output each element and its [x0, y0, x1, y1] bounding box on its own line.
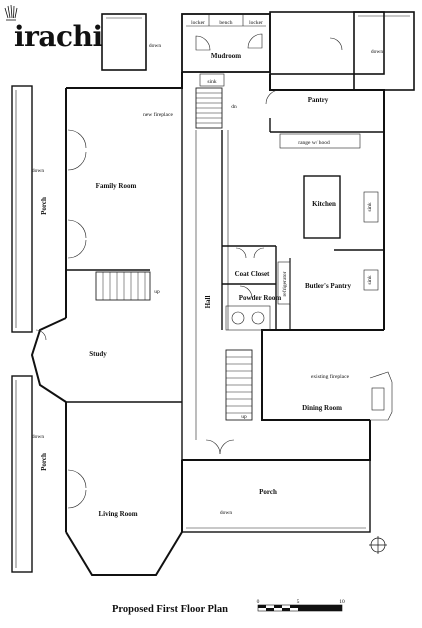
label-sink-kitchen: sink [367, 202, 373, 211]
room-coat-closet: Coat Closet [235, 270, 270, 278]
plan-title: Proposed First Floor Plan [112, 604, 228, 615]
kitchen-fixtures [225, 133, 379, 331]
room-hall: Hall [204, 296, 212, 309]
room-porch-west-top: Porch [40, 197, 48, 215]
label-locker-1: locker [191, 20, 205, 26]
room-study: Study [89, 350, 107, 358]
scale-label-5: 5 [297, 599, 300, 605]
label-sink-pantry: sink [367, 275, 373, 284]
label-up-1: up [154, 289, 160, 295]
label-locker-2: locker [249, 20, 263, 26]
room-living: Living Room [98, 510, 137, 518]
hand-glyph-icon [4, 4, 18, 21]
label-range: range w/ hood [298, 140, 330, 146]
label-existing-fireplace: existing fireplace [311, 373, 350, 380]
label-down-top-right: down [371, 49, 383, 55]
room-mudroom: Mudroom [211, 52, 241, 60]
south-porch [181, 459, 371, 533]
scale-label-0: 0 [257, 599, 260, 605]
label-sink-mudroom: sink [207, 79, 216, 85]
label-down-top-left: down [149, 43, 161, 49]
fireplace-existing [371, 387, 385, 411]
stairs [95, 87, 253, 421]
scale-bar: 0 5 10 [257, 599, 345, 612]
scale-label-10: 10 [339, 599, 345, 605]
room-butlers-pantry: Butler's Pantry [305, 282, 352, 290]
label-down-west-1: down [32, 168, 44, 174]
label-bench: bench [219, 20, 232, 26]
room-family: Family Room [96, 182, 137, 190]
label-down-south: down [220, 510, 232, 516]
room-porch-south: Porch [259, 488, 277, 496]
room-porch-west-bottom: Porch [40, 453, 48, 471]
label-new-fireplace: new fireplace [143, 111, 173, 118]
logo-text: irachi [14, 20, 103, 53]
room-kitchen: Kitchen [312, 200, 336, 208]
north-annex [101, 11, 415, 91]
logo: irachi [4, 4, 103, 53]
label-dn: dn [231, 104, 237, 110]
room-powder: Powder Room [239, 294, 282, 302]
label-down-west-2: down [32, 434, 44, 440]
room-pantry: Pantry [308, 96, 329, 104]
label-up-2: up [241, 414, 247, 420]
room-dining: Dining Room [302, 404, 342, 412]
north-arrow-icon [369, 536, 387, 554]
label-refrigerator: refrigerator [281, 271, 288, 296]
west-porches [11, 85, 33, 573]
